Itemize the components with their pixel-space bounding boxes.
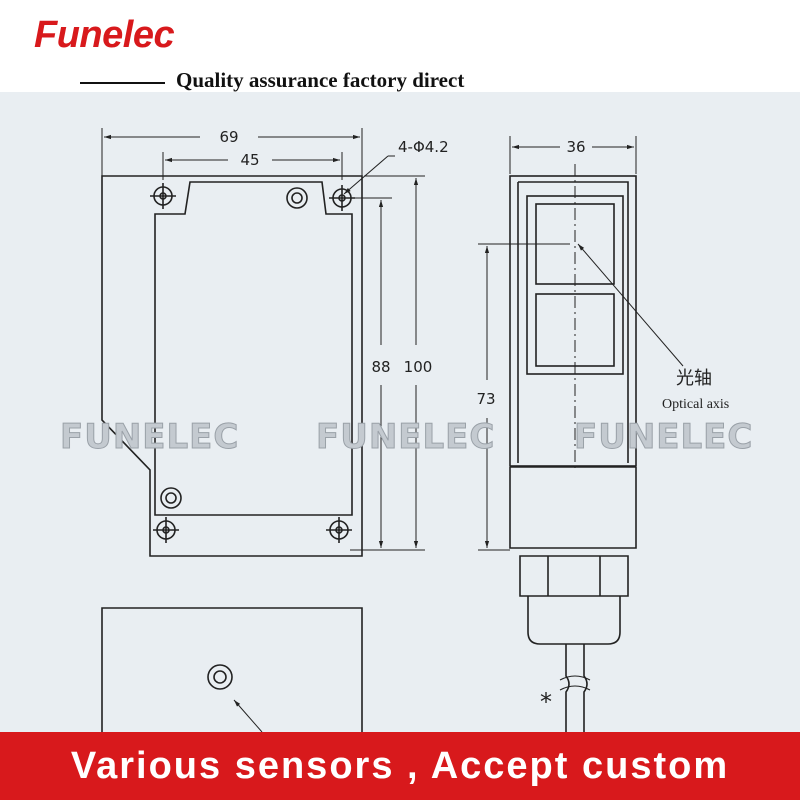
side-view-body [509, 175, 637, 467]
watermark: FUNELEC [574, 417, 753, 457]
header-bar: Funelec Quality assurance factory direct [0, 0, 800, 92]
dim-width-overall: 69 [219, 128, 238, 146]
mounting-hole [150, 183, 176, 209]
dim-side-width: 36 [566, 138, 585, 156]
optical-axis-label-cn: 光轴 [676, 368, 712, 389]
front-view-inner-panel [154, 181, 353, 516]
adjust-screw [160, 487, 182, 509]
brand-logo: Funelec [34, 14, 175, 56]
dim-width-holes: 45 [240, 151, 259, 169]
dim-height-overall: 100 [404, 358, 433, 376]
bottom-view-outline [101, 607, 363, 732]
adjust-screw [286, 187, 308, 209]
dim-hole-spec: 4-Φ4.2 [398, 138, 449, 156]
bottom-view-screw [207, 664, 233, 690]
mounting-hole [326, 517, 352, 543]
technical-drawing: 69 45 4-Φ4.2 88 100 36 73 光轴 Optical axi… [60, 128, 753, 732]
footer-banner: Various sensors , Accept custom [0, 732, 800, 800]
optical-axis-label-en: Optical axis [662, 397, 729, 412]
front-view-outline [101, 175, 363, 557]
tagline: Quality assurance factory direct [176, 68, 465, 92]
side-view-lower-housing [509, 467, 637, 549]
cable-gland [519, 555, 629, 597]
cable-asterisk: * [540, 688, 552, 716]
watermark: FUNELEC [316, 417, 495, 457]
dim-height-holes: 88 [371, 358, 390, 376]
mounting-hole [153, 517, 179, 543]
tagline-rule [80, 82, 165, 84]
dim-side-height: 73 [476, 390, 495, 408]
footer-slogan: Various sensors , Accept custom [70, 744, 730, 787]
watermark: FUNELEC [60, 417, 239, 457]
cable [565, 644, 570, 732]
